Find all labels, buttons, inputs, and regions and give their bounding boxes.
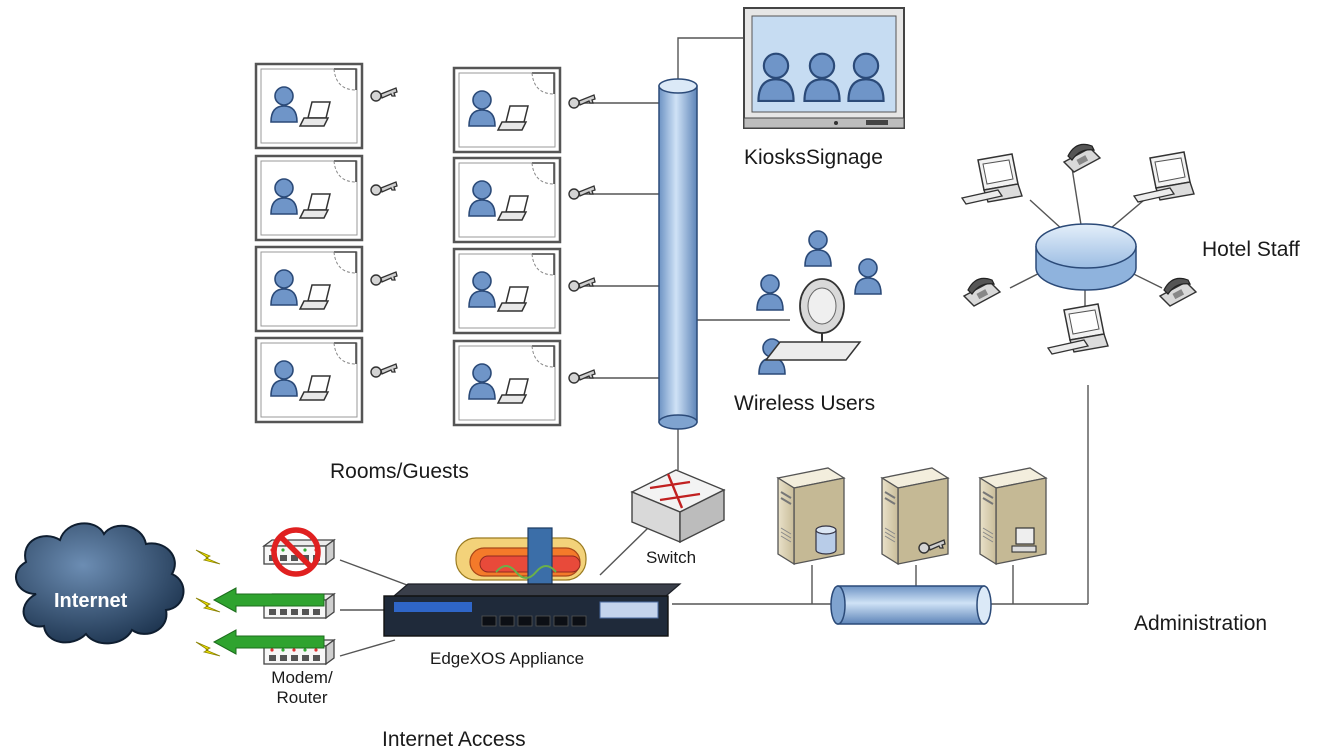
- no-entry-sign-icon: [271, 527, 321, 577]
- internet-cloud-icon: [15, 522, 185, 645]
- rooms-right-column: [454, 68, 560, 425]
- database-icon: [815, 525, 837, 555]
- admin-servers: [777, 467, 1047, 565]
- switch-label: Switch: [646, 548, 697, 567]
- rooms-left-column: [256, 64, 362, 422]
- hotel-staff-label: Hotel Staff: [1202, 238, 1300, 261]
- staff-hub-icon: [1035, 223, 1137, 291]
- wireless-access-point-icon: [764, 278, 862, 361]
- internet-access-label: Internet Access: [382, 728, 526, 751]
- green-arrow-icons: [213, 587, 325, 655]
- switch-icon: [630, 469, 726, 544]
- kiosk-display-icon: [743, 7, 905, 129]
- kiosks-signage-label: KiosksSignage: [744, 146, 883, 169]
- rooms-guests-label: Rooms/Guests: [330, 460, 469, 483]
- administration-label: Administration: [1134, 612, 1268, 635]
- connection-lines: [339, 37, 1163, 657]
- wireless-users-group: [756, 230, 882, 375]
- internet-label: Internet: [54, 590, 128, 612]
- edgexos-appliance-icon: [383, 583, 682, 637]
- computer-small-icon: [1011, 527, 1037, 553]
- wireless-users-label: Wireless Users: [734, 392, 876, 415]
- modem-router-label-line2: Router: [276, 688, 328, 707]
- admin-pipe: [830, 585, 992, 625]
- lightning-icons: [195, 549, 221, 657]
- backbone-pipe: [658, 78, 698, 430]
- modem-router-label: Modem/ Router: [262, 668, 342, 708]
- modem-router-label-line1: Modem/: [271, 668, 333, 687]
- hotel-staff-network: [961, 143, 1197, 355]
- traffic-shaping-icon: [455, 527, 587, 587]
- appliance-label: EdgeXOS Appliance: [430, 649, 585, 668]
